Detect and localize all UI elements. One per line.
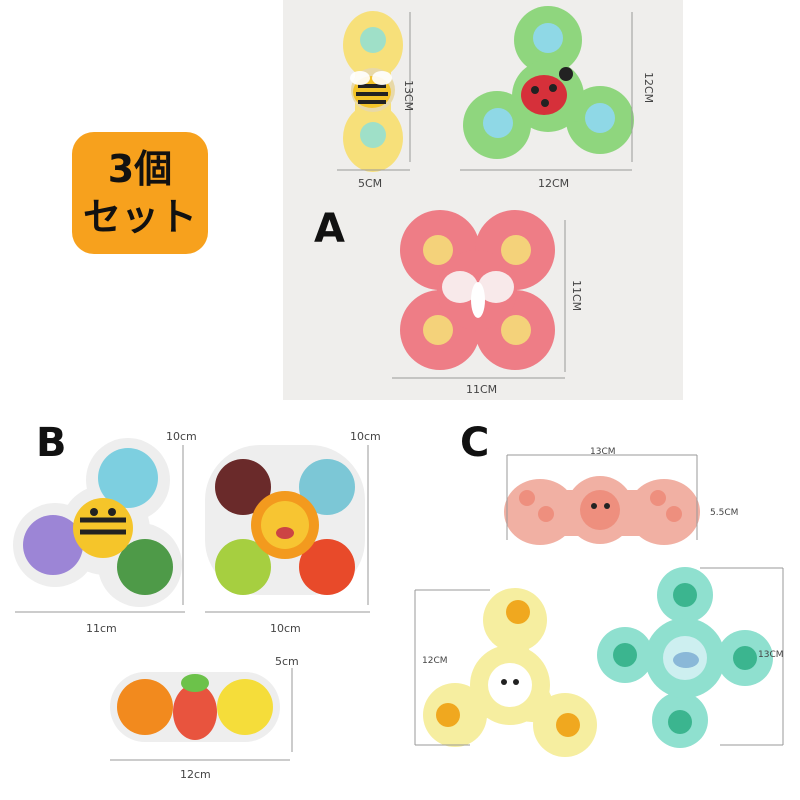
dim-b3-width: 12cm bbox=[180, 768, 211, 781]
spinner-b-sun bbox=[205, 445, 365, 595]
dim-b1-width: 11cm bbox=[86, 622, 117, 635]
dim-b2-height: 10cm bbox=[350, 430, 381, 443]
dim-a2 bbox=[460, 12, 633, 171]
dim-b3-height: 5cm bbox=[275, 655, 299, 668]
dim-a3 bbox=[392, 220, 566, 379]
dim-a2-width: 12CM bbox=[538, 177, 570, 190]
set-badge: 3個 セット bbox=[72, 132, 208, 254]
dim-c3-height: 13CM bbox=[758, 650, 784, 660]
section-a-letter: A bbox=[314, 206, 345, 252]
dim-b2-width: 10cm bbox=[270, 622, 301, 635]
dim-b1-height: 10cm bbox=[166, 430, 197, 443]
spinner-a-ladybug bbox=[463, 6, 634, 159]
dim-c2 bbox=[414, 589, 490, 746]
spinner-c-dolphin bbox=[597, 567, 773, 748]
section-c-letter: C bbox=[460, 420, 490, 466]
spinner-c-octopus bbox=[504, 476, 700, 545]
dim-b3 bbox=[110, 668, 293, 761]
badge-line-1: 3個 bbox=[107, 147, 173, 191]
dim-a1-width: 5CM bbox=[358, 177, 383, 190]
dim-c3 bbox=[700, 567, 784, 746]
dim-a3-height: 11CM bbox=[570, 280, 583, 312]
dim-c2-height: 12CM bbox=[422, 656, 448, 666]
dim-b2 bbox=[205, 445, 370, 613]
spinner-b-carrot bbox=[110, 672, 280, 742]
spinner-c-pufferfish bbox=[423, 588, 597, 757]
spinner-b-bee bbox=[13, 438, 182, 607]
dim-a3-width: 11CM bbox=[466, 383, 498, 396]
dim-a1-height: 13CM bbox=[402, 80, 415, 112]
dim-c1 bbox=[506, 454, 698, 540]
dim-b1 bbox=[15, 445, 185, 613]
section-b-letter: B bbox=[36, 420, 67, 466]
spinner-a-butterfly bbox=[400, 210, 555, 370]
dim-a1 bbox=[337, 12, 411, 171]
dim-a2-height: 12CM bbox=[642, 72, 655, 104]
dim-c1-height: 5.5CM bbox=[710, 508, 739, 518]
badge-line-2: セット bbox=[82, 195, 197, 239]
spinner-a-bee bbox=[343, 11, 403, 172]
dim-c1-width: 13CM bbox=[590, 447, 616, 457]
